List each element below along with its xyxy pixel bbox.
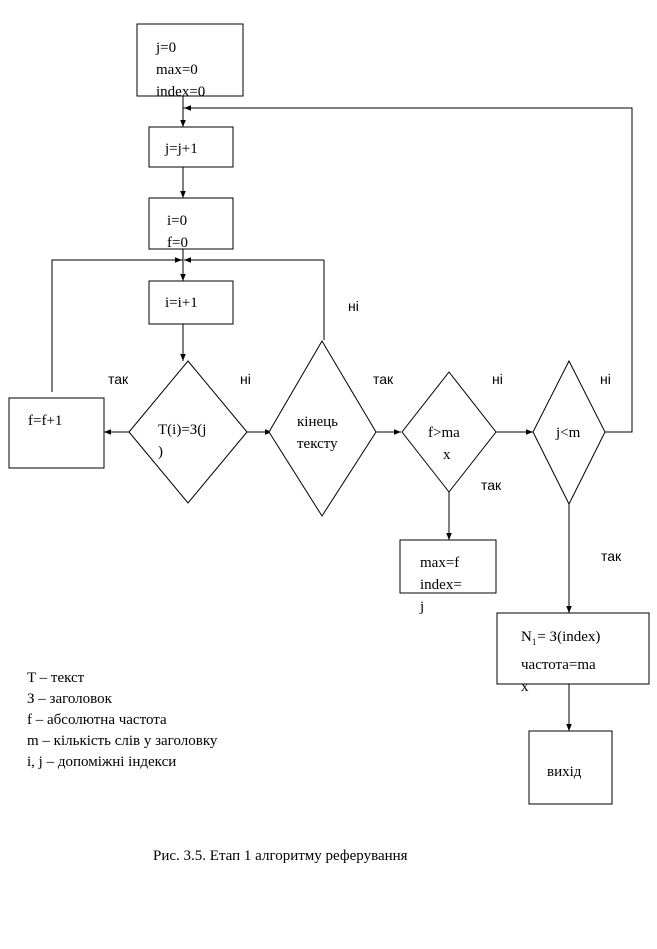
block-assign-max: max=f index= j bbox=[399, 539, 497, 615]
cond-jm-text: j<m bbox=[555, 425, 581, 441]
legend-item-text: T – текст bbox=[27, 670, 85, 686]
label-no-title: ні bbox=[240, 371, 251, 387]
block-exit: вихід bbox=[528, 730, 613, 805]
reset-f: f=0 bbox=[167, 235, 188, 251]
branch-labels: так ні ні так ні так ні так bbox=[108, 298, 622, 564]
label-no-fmax: ні bbox=[492, 371, 503, 387]
cond-end-line1: кінець bbox=[297, 414, 338, 430]
label-yes-jm: так bbox=[601, 548, 622, 564]
inc-j-text: j=j+1 bbox=[164, 141, 198, 157]
legend-item-title: З – заголовок bbox=[27, 691, 112, 707]
legend-item-indices: i, j – допоміжні індекси bbox=[27, 754, 177, 770]
label-yes-end: так bbox=[373, 371, 394, 387]
legend-item-frequency: f – абсолютна частота bbox=[27, 712, 167, 728]
loop-jm bbox=[183, 107, 633, 433]
decision-end-of-text: кінець тексту bbox=[268, 340, 377, 517]
block-inc-f: f=f+1 bbox=[8, 397, 105, 469]
block-init: j=0 max=0 index=0 bbox=[136, 23, 244, 100]
cond-end-line2: тексту bbox=[297, 436, 338, 452]
init-max: max=0 bbox=[156, 62, 198, 78]
init-index: index=0 bbox=[156, 84, 205, 100]
cond-fmax-line2: x bbox=[443, 447, 451, 463]
cond-title-line1: T(i)=З(j bbox=[158, 422, 206, 438]
connectors bbox=[51, 96, 633, 731]
inc-i-text: i=i+1 bbox=[165, 295, 198, 311]
decision-f-gt-max: f>ma x bbox=[401, 371, 497, 493]
block-inc-i: i=i+1 bbox=[148, 280, 234, 325]
decision-title-match: T(i)=З(j ) bbox=[128, 360, 248, 504]
inc-f-text: f=f+1 bbox=[28, 413, 62, 429]
label-no-end: ні bbox=[348, 298, 359, 314]
label-yes-title: так bbox=[108, 371, 129, 387]
result-line3: x bbox=[521, 679, 529, 695]
result-line2: частота=ma bbox=[521, 657, 596, 673]
cond-title-line2: ) bbox=[158, 444, 163, 460]
figure-caption: Рис. 3.5. Етап 1 алгоритму реферування bbox=[153, 848, 408, 864]
cond-fmax-line1: f>ma bbox=[428, 425, 460, 441]
assign-index: index= bbox=[420, 577, 462, 593]
label-yes-fmax: так bbox=[481, 477, 502, 493]
assign-max: max=f bbox=[420, 555, 459, 571]
decision-j-lt-m: j<m bbox=[532, 359, 606, 506]
block-inc-j: j=j+1 bbox=[148, 126, 234, 168]
legend: T – текст З – заголовок f – абсолютна ча… bbox=[27, 668, 217, 773]
block-result: N1= З(index) частота=ma x bbox=[496, 612, 650, 695]
result-line1: N1= З(index) bbox=[521, 629, 600, 647]
reset-i: i=0 bbox=[167, 213, 187, 229]
legend-item-word-count: m – кількість слів у заголовку bbox=[27, 733, 218, 749]
label-no-jm: ні bbox=[600, 371, 611, 387]
init-j: j=0 bbox=[155, 40, 176, 56]
assign-j: j bbox=[419, 599, 424, 615]
exit-text: вихід bbox=[547, 764, 582, 780]
block-reset: i=0 f=0 bbox=[148, 197, 234, 251]
